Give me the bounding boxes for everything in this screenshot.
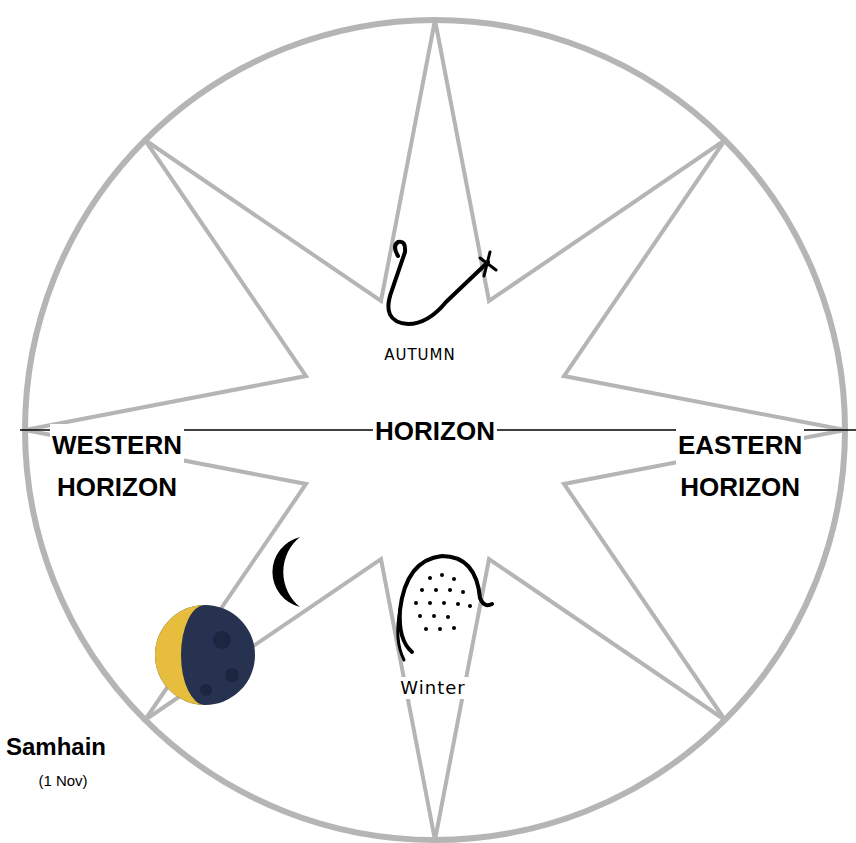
date-label: (1 Nov)	[36, 772, 89, 790]
festival-label: Samhain	[4, 733, 108, 762]
dot	[446, 615, 450, 619]
cross-stroke	[480, 252, 496, 276]
autumn-symbol	[388, 242, 496, 324]
crescent-moon	[272, 537, 300, 607]
dot	[434, 588, 438, 592]
moon-lit-side	[155, 605, 205, 705]
dot	[456, 602, 460, 606]
dot	[442, 601, 446, 605]
season-label: AUTUMN	[382, 346, 458, 364]
dot	[468, 604, 472, 608]
season-label: Winter	[398, 677, 467, 699]
dot	[452, 577, 456, 581]
dot	[440, 573, 444, 577]
winter-symbol	[398, 556, 492, 660]
dot	[424, 627, 428, 631]
eight-point-star	[25, 20, 845, 840]
dot	[428, 601, 432, 605]
moon-crater	[213, 631, 231, 649]
arch-stroke	[400, 556, 492, 652]
dot	[448, 588, 452, 592]
moon-dark-side	[155, 605, 255, 705]
dot	[414, 601, 418, 605]
dot	[432, 614, 436, 618]
moon-crater	[200, 684, 212, 696]
dot	[420, 588, 424, 592]
dot	[452, 626, 456, 630]
moon-crater	[225, 668, 239, 682]
arch-leg	[398, 610, 404, 660]
horizon-label: HORIZON	[373, 416, 497, 447]
dot	[438, 627, 442, 631]
outer-circle	[25, 20, 845, 840]
moon-sphere	[155, 605, 255, 705]
snow-dots	[414, 573, 472, 631]
dot	[461, 590, 465, 594]
horizon-label: EASTERN HORIZON	[676, 424, 804, 508]
dot	[428, 576, 432, 580]
horizon-label: WESTERN HORIZON	[50, 424, 184, 508]
hook-stroke	[388, 242, 488, 324]
dot	[418, 614, 422, 618]
